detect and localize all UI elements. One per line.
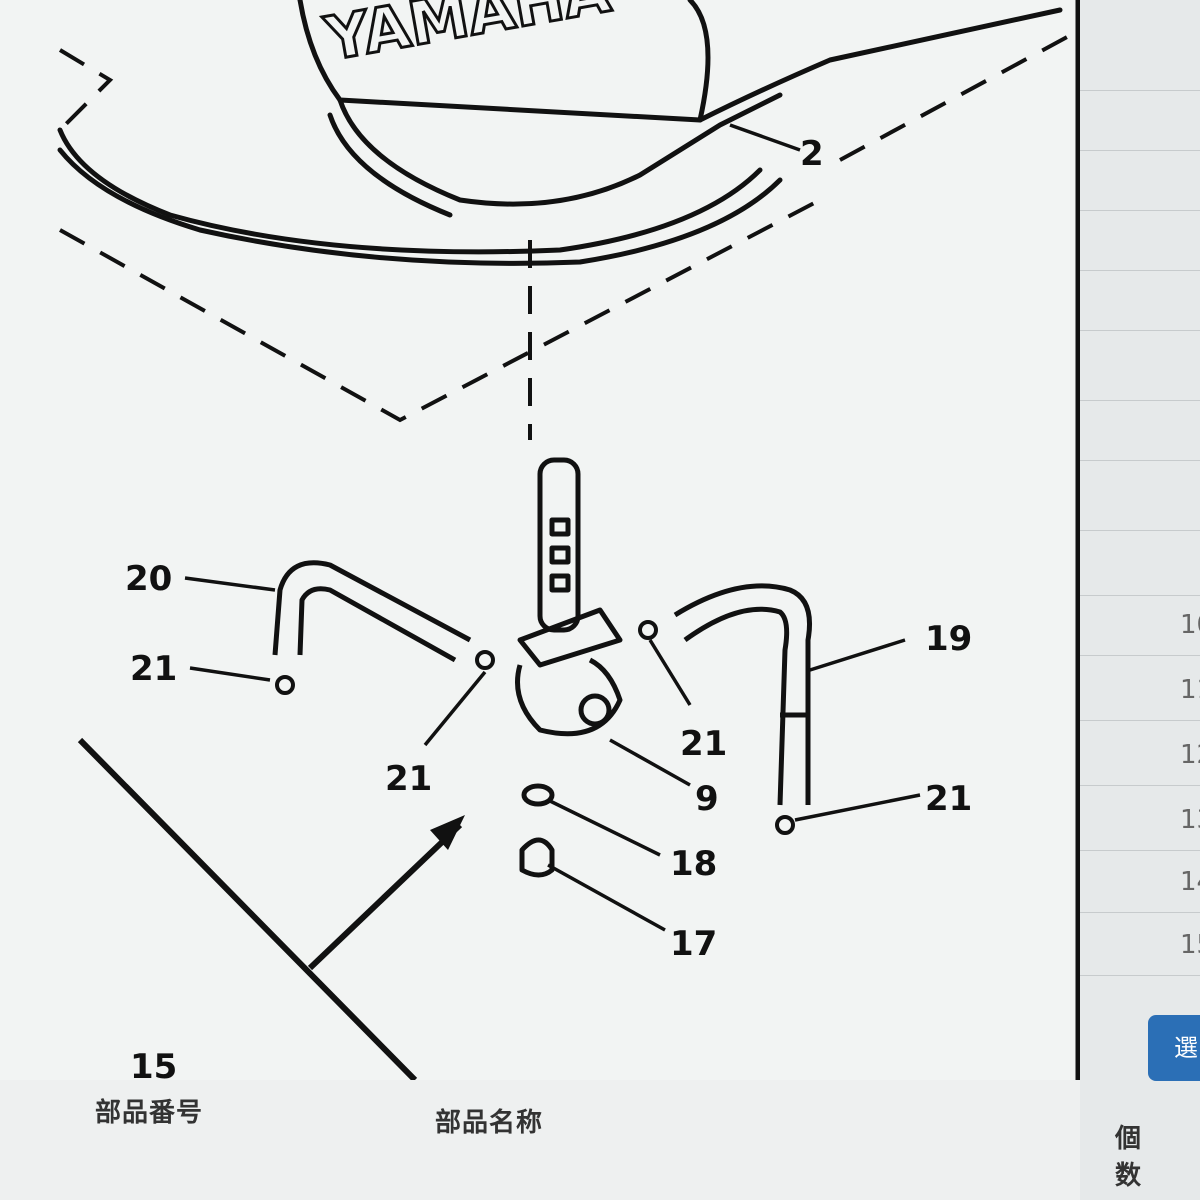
arrow-head bbox=[430, 815, 465, 850]
brand-logo-text: YAMAHA bbox=[319, 0, 615, 75]
table-row[interactable]: 15 bbox=[1180, 930, 1200, 960]
callout-21-right: 21 bbox=[680, 724, 727, 764]
callout-21-left: 21 bbox=[130, 649, 177, 689]
select-button[interactable]: 選 bbox=[1148, 1015, 1200, 1081]
table-row[interactable]: 11 bbox=[1180, 675, 1200, 705]
callout-21-center: 21 bbox=[385, 759, 432, 799]
callout-2: 2 bbox=[800, 134, 824, 174]
table-header: 部品番号 部品名称 個数 bbox=[0, 1080, 1141, 1200]
parts-diagram: YAMAHA 2 20 21 21 21 21 19 9 18 17 15 bbox=[0, 0, 1090, 1080]
parts-list-panel: 10 11 12 13 14 15 bbox=[1080, 0, 1200, 1200]
callout-19: 19 bbox=[925, 619, 972, 659]
hose-clips bbox=[275, 620, 795, 835]
callout-9: 9 bbox=[695, 779, 719, 819]
tank-bottom-edge bbox=[57, 127, 763, 255]
callout-20: 20 bbox=[125, 559, 172, 599]
table-row[interactable]: 13 bbox=[1180, 805, 1200, 835]
fuel-cock bbox=[515, 457, 623, 878]
callout-15: 15 bbox=[130, 1047, 177, 1080]
exploded-view-drawing: YAMAHA 2 20 21 21 21 21 19 9 18 17 15 bbox=[57, 0, 1081, 1080]
header-quantity: 個数 bbox=[1115, 1124, 1143, 1191]
fuel-hose-left bbox=[272, 560, 472, 663]
header-part-number: 部品番号 bbox=[95, 1098, 204, 1128]
frame-member bbox=[77, 737, 463, 1080]
callout-17: 17 bbox=[670, 924, 717, 964]
dashed-frame-left bbox=[59, 198, 821, 423]
table-row[interactable]: 14 bbox=[1180, 867, 1200, 897]
callout-21-far-right: 21 bbox=[925, 779, 972, 819]
table-row[interactable]: 10 bbox=[1180, 610, 1200, 640]
header-part-name: 部品名称 bbox=[435, 1108, 544, 1138]
fuel-hose-right bbox=[673, 583, 812, 806]
callout-18: 18 bbox=[670, 844, 717, 884]
table-row[interactable]: 12 bbox=[1180, 740, 1200, 770]
